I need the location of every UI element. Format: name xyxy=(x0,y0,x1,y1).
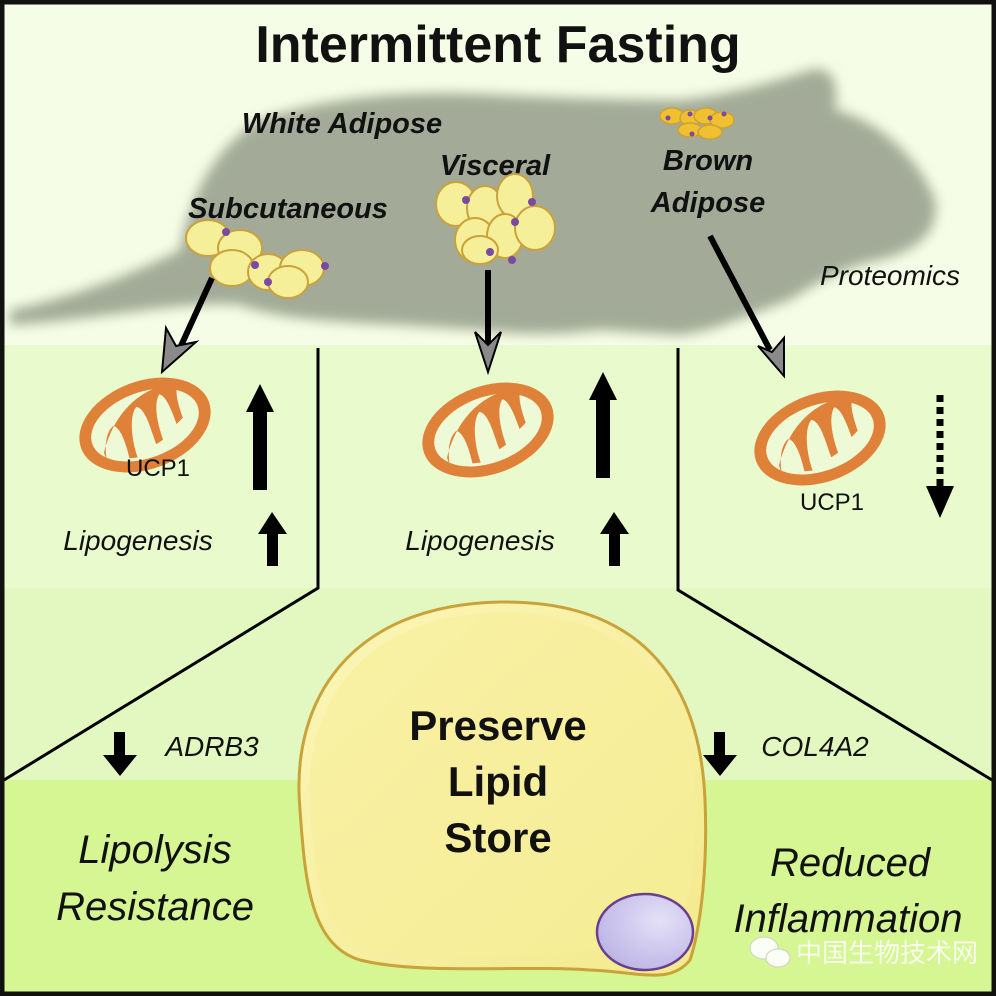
marker-adrb3: ADRB3 xyxy=(163,731,259,762)
outcome-right-line1: Reduced xyxy=(770,841,932,885)
marker-col4a2: COL4A2 xyxy=(761,731,869,762)
arrow-up-lipogenesis-subcutaneous-icon xyxy=(258,512,287,566)
ucp1-label-subcutaneous: UCP1 xyxy=(126,455,190,482)
arrow-up-ucp1-subcutaneous-icon xyxy=(246,384,274,490)
label-brown-line1: Brown xyxy=(663,145,753,177)
ucp1-label-brown: UCP1 xyxy=(800,489,864,516)
brown-fat-cells-icon xyxy=(659,107,735,140)
nucleus-icon xyxy=(595,892,695,972)
outcome-left-line2: Resistance xyxy=(56,885,254,929)
subcutaneous-fat-cells-icon xyxy=(185,219,329,299)
label-white-adipose: White Adipose xyxy=(242,108,442,140)
arrow-visceral-icon xyxy=(474,270,502,376)
partition-left xyxy=(3,348,320,782)
label-subcutaneous: Subcutaneous xyxy=(188,193,388,225)
center-line2: Lipid xyxy=(448,758,548,805)
center-line1: Preserve xyxy=(409,702,587,749)
outcome-left-line1: Lipolysis xyxy=(78,828,231,872)
arrow-up-lipogenesis-visceral-icon xyxy=(600,512,629,566)
lipogenesis-label-subcutaneous: Lipogenesis xyxy=(63,525,212,556)
arrow-brown-icon xyxy=(707,234,785,379)
center-line3: Store xyxy=(444,814,551,861)
arrow-down-dashed-ucp1-brown-icon xyxy=(926,395,954,518)
lipid-store-cell-icon xyxy=(297,600,708,977)
lipogenesis-label-visceral: Lipogenesis xyxy=(405,525,554,556)
arrow-subcutaneous-icon xyxy=(160,276,215,375)
partition-right xyxy=(676,348,993,782)
watermark: 中国生物技术网 xyxy=(796,939,978,969)
outcome-right-line2: Inflammation xyxy=(734,897,963,941)
arrow-down-adrb3-icon xyxy=(103,732,137,776)
arrow-down-col4a2-icon xyxy=(703,732,737,776)
label-visceral: Visceral xyxy=(440,150,551,182)
title: Intermittent Fasting xyxy=(255,16,740,74)
visceral-fat-cells-icon xyxy=(435,173,556,265)
label-brown-line2: Adipose xyxy=(650,187,765,219)
label-proteomics: Proteomics xyxy=(820,260,960,291)
wechat-icon xyxy=(749,936,791,968)
arrow-up-mito-visceral-icon xyxy=(589,372,617,478)
